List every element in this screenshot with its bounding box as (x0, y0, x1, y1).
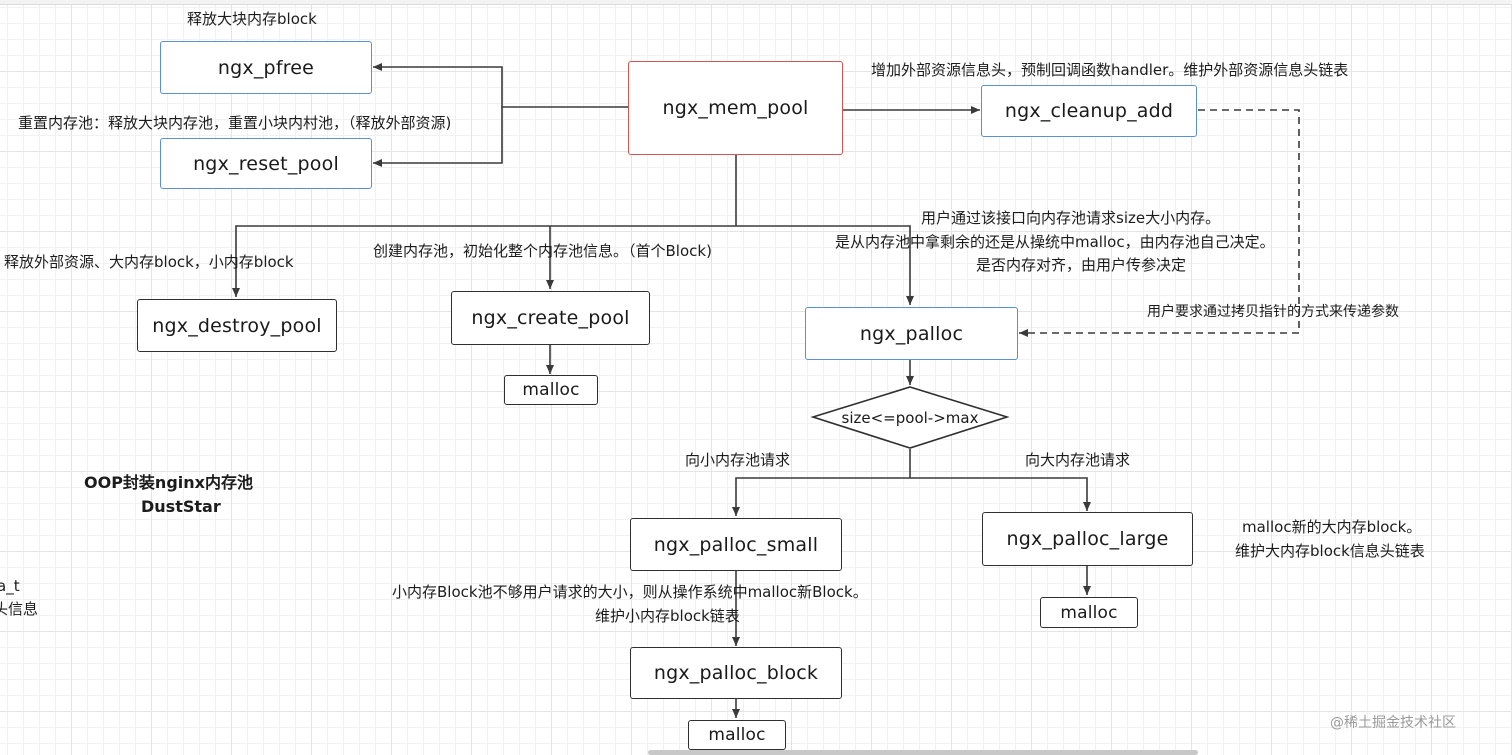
ngx-palloc-node[interactable]: ngx_palloc (805, 307, 1018, 360)
edge-mempool-to-destroy-pool (232, 225, 736, 297)
edge-mempool-to-pfree (373, 63, 628, 108)
note-to-large: 向大内存池请求 (1025, 451, 1131, 469)
ngx-destroy-pool-node[interactable]: ngx_destroy_pool (137, 299, 337, 352)
note-large-line2: 维护大内存block信息头链表 (1235, 542, 1425, 560)
note-cut-line2: 头信息 (0, 600, 39, 618)
watermark: @稀土掘金技术社区 (1330, 715, 1456, 731)
ngx-pfree-node[interactable]: ngx_pfree (160, 41, 372, 94)
note-pfree: 释放大块内存block (187, 10, 317, 28)
note-reset-pool: 重置内存池：释放大块内存池，重置小块内村池，（释放外部资源) (18, 114, 452, 132)
diagram-title: OOP封装nginx内存池 (84, 473, 253, 492)
ngx-palloc-large-node[interactable]: ngx_palloc_large (982, 512, 1193, 566)
edge-mempool-to-palloc (736, 225, 914, 305)
note-large-line1: malloc新的大内存block。 (1242, 518, 1422, 536)
edge-cleanup-to-palloc-dashed (1019, 109, 1300, 337)
malloc-large-node[interactable]: malloc (1040, 597, 1138, 628)
horizontal-scrollbar[interactable] (648, 750, 1198, 755)
note-to-small: 向小内存池请求 (685, 451, 791, 469)
note-destroy-pool: 释放外部资源、大内存block，小内存block (4, 253, 294, 271)
top-border (0, 0, 1512, 5)
ngx-create-pool-node[interactable]: ngx_create_pool (451, 291, 650, 345)
note-small-line1: 小内存Block池不够用户请求的大小，则从操作系统中malloc新Block。 (392, 583, 868, 601)
ngx-cleanup-add-node[interactable]: ngx_cleanup_add (981, 85, 1197, 137)
diagram-author: DustStar (141, 497, 221, 516)
decision-label: size<=pool->max (841, 409, 979, 427)
note-cleanup-add: 增加外部资源信息头，预制回调函数handler。维护外部资源信息头链表 (871, 61, 1349, 79)
note-palloc-line2: 是从内存池中拿剩余的还是从操统中malloc，由内存池自己决定。 (835, 233, 1275, 251)
note-copy-pointer: 用户要求通过拷贝指针的方式来传递参数 (1147, 304, 1399, 320)
note-small-line2: 维护小内存block链表 (595, 607, 740, 625)
decision-diamond (810, 386, 1010, 449)
note-palloc-line3: 是否内存对齐，由用户传参决定 (976, 256, 1187, 274)
edge-decision-to-large (910, 477, 1091, 511)
ngx-palloc-small-node[interactable]: ngx_palloc_small (630, 518, 842, 571)
malloc-create-node[interactable]: malloc (504, 375, 598, 405)
malloc-block-node[interactable]: malloc (688, 720, 786, 750)
note-palloc-line1: 用户通过该接口向内存池请求size大小内存。 (921, 209, 1221, 227)
ngx-reset-pool-node[interactable]: ngx_reset_pool (160, 138, 372, 189)
note-create-pool: 创建内存池，初始化整个内存池信息。（首个Block) (373, 242, 712, 260)
edge-decision-to-small (732, 477, 910, 516)
ngx-mem-pool-node[interactable]: ngx_mem_pool (628, 61, 843, 155)
edge-mempool-to-reset-pool (373, 107, 503, 167)
note-cut-line1: a_t (0, 577, 20, 595)
ngx-palloc-block-node[interactable]: ngx_palloc_block (630, 647, 842, 699)
